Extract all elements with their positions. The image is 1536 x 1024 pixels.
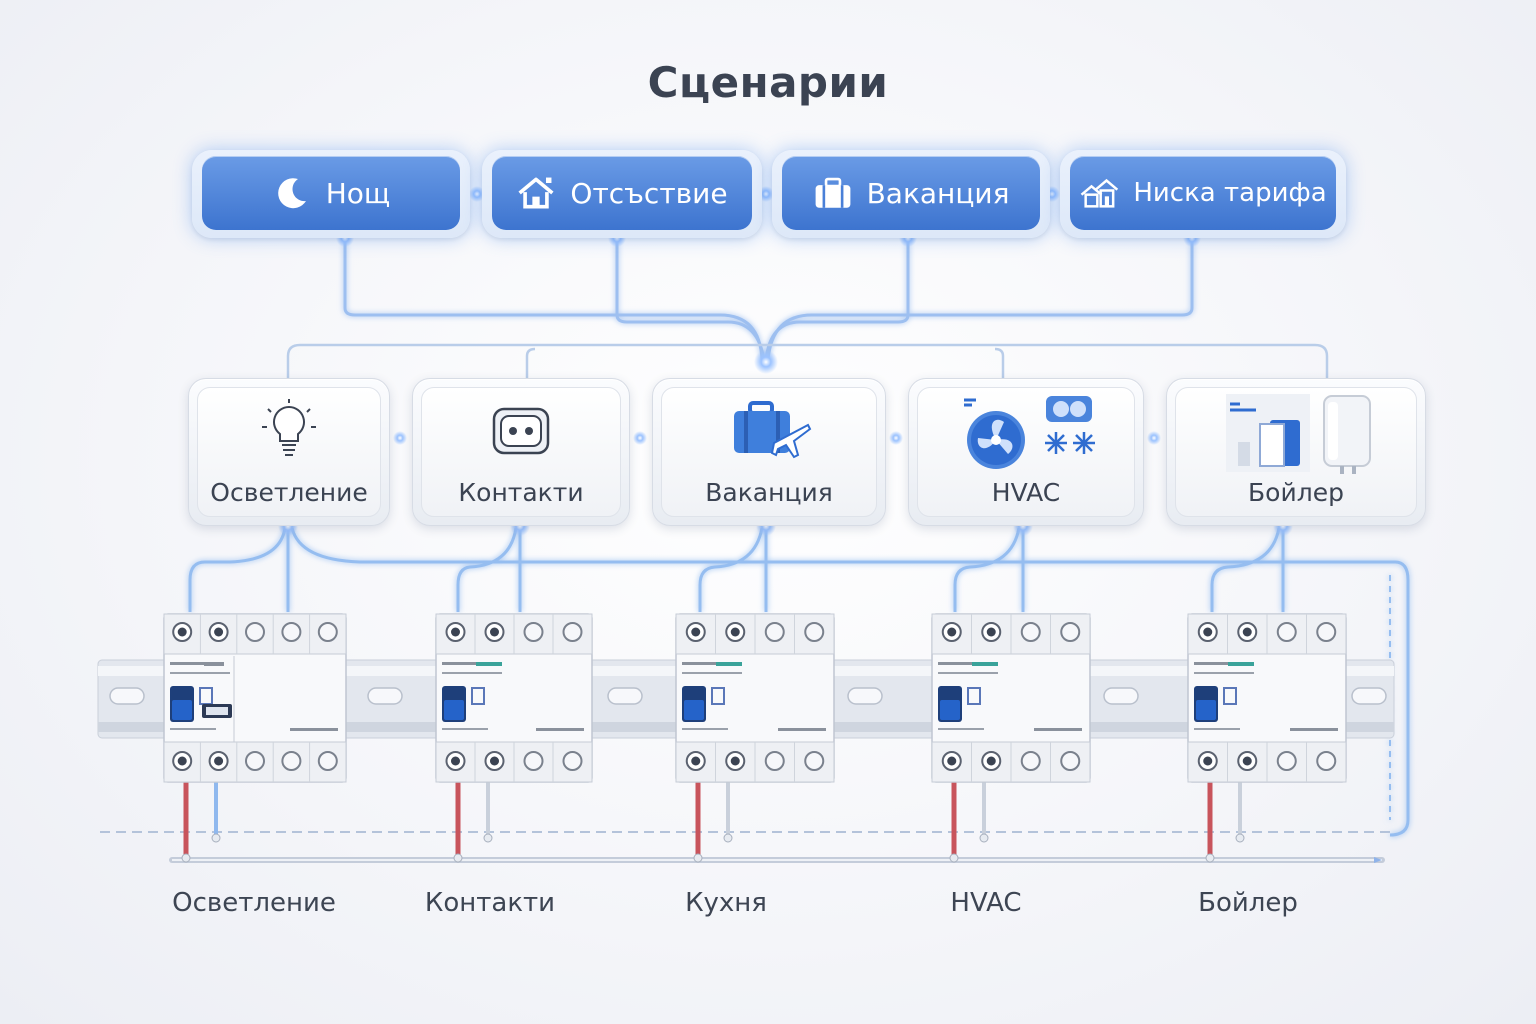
scenario-wires (343, 238, 1194, 361)
circuit-label-hvac: HVAC (950, 888, 1022, 918)
scenario-button-vacation[interactable]: Ваканция (772, 150, 1050, 238)
module-vacation[interactable]: Ваканция (652, 378, 886, 526)
page-title: Сценарии (647, 58, 889, 107)
circuit-label-sockets: Контакти (424, 888, 556, 918)
boiler-icon (1167, 394, 1425, 474)
breaker-unit[interactable] (931, 613, 1091, 863)
scenario-label: Отсъствие (570, 176, 728, 210)
scenario-label: Нощ (325, 176, 391, 210)
scenario-label: Ваканция (866, 176, 1010, 210)
scenario-button-away[interactable]: Отсъствие (482, 150, 762, 238)
bottom-bus (100, 831, 1390, 863)
module-sockets[interactable]: Контакти (412, 378, 630, 526)
suitcase-plane-icon (653, 397, 885, 467)
scenario-button-night[interactable]: Нощ (192, 150, 470, 238)
suitcase-icon (813, 173, 853, 213)
breaker-unit[interactable] (675, 613, 835, 863)
houses-icon (1079, 173, 1119, 213)
breaker-unit[interactable] (435, 613, 593, 863)
module-label: Бойлер (1248, 478, 1344, 507)
module-label: HVAC (991, 478, 1061, 507)
module-boiler[interactable]: Бойлер (1166, 378, 1426, 526)
circuit-label-lighting: Осветление (172, 888, 336, 918)
module-hvac[interactable]: HVAC (908, 378, 1144, 526)
module-lighting[interactable]: Осветление (188, 378, 390, 526)
lightbulb-icon (189, 397, 389, 467)
module-label: Контакти (458, 478, 584, 507)
scenario-label: Ниска тарифа (1133, 178, 1327, 208)
breaker-unit[interactable] (163, 613, 347, 863)
breaker-unit[interactable] (1187, 613, 1347, 863)
breaker-group (163, 613, 1347, 863)
module-bus (286, 343, 1329, 378)
house-icon (516, 173, 556, 213)
moon-icon (272, 173, 312, 213)
module-label: Ваканция (705, 478, 833, 507)
fan-snowflake-icon (909, 396, 1143, 469)
module-label: Осветление (210, 478, 368, 507)
circuit-label-boiler: Бойлер (1198, 888, 1298, 918)
socket-icon (413, 397, 629, 467)
scenario-button-low-tariff[interactable]: Ниска тарифа (1060, 150, 1346, 238)
circuit-label-kitchen: Кухня (685, 888, 767, 918)
